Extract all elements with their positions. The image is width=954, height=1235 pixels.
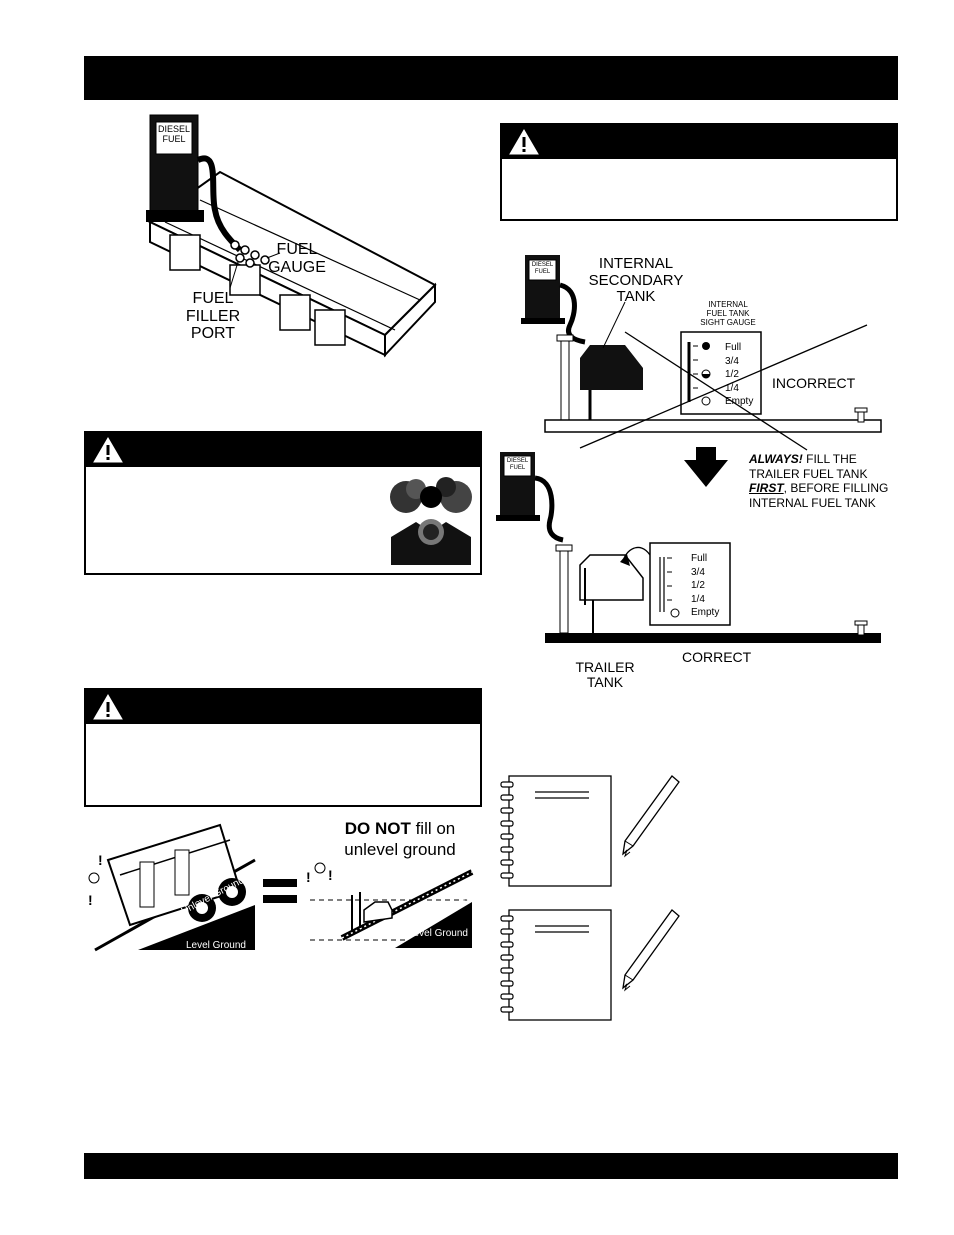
sight-gauge-title: INTERNAL FUEL TANK SIGHT GAUGE <box>700 300 756 327</box>
internal-secondary-tank-label: INTERNAL SECONDARY TANK <box>588 255 684 305</box>
warning-box-fire <box>84 431 482 575</box>
svg-text:!: ! <box>88 892 93 908</box>
do-not-fill-caption: DO NOT fill on <box>330 819 470 839</box>
first-text: FIRST <box>749 481 784 495</box>
level-ground-label-2: Level Ground <box>407 928 468 939</box>
svg-text:!: ! <box>328 867 333 883</box>
gauge-level: 1/2 <box>691 580 705 591</box>
fuel-filling-illustration <box>146 114 437 358</box>
gauge-level: Empty <box>691 607 720 618</box>
pump-label-top: DIESEL FUEL <box>531 262 554 275</box>
sight-gauge-levels: Full 3/4 1/2 1/4 Empty <box>725 341 753 409</box>
gauge-level: 1/2 <box>725 369 739 380</box>
svg-text:!: ! <box>306 869 311 885</box>
warning-box-right <box>500 123 898 221</box>
notebook-pencil-icon <box>500 775 680 887</box>
warning-triangle-icon <box>509 129 539 155</box>
do-not-text: DO NOT <box>344 819 411 838</box>
fill-on-text: fill on <box>410 819 456 838</box>
gauge-level: Full <box>691 553 708 564</box>
fuel-filler-port-label: FUEL FILLER PORT <box>185 290 241 343</box>
svg-text:!: ! <box>98 852 103 868</box>
gauge-level: 3/4 <box>691 566 705 578</box>
unlevel-tank-illustration: ! ! <box>306 862 474 948</box>
pump-label: DIESEL FUEL <box>157 124 190 144</box>
always-text: ALWAYS! <box>749 452 803 466</box>
trailer-tank-label: TRAILER TANK <box>575 659 635 691</box>
header-bar <box>84 56 898 100</box>
gauge-level: 1/4 <box>725 382 739 394</box>
footer-bar <box>84 1153 898 1179</box>
level-ground-label-1: Level Ground <box>185 940 246 951</box>
unlevel-ground-caption: unlevel ground <box>344 840 456 859</box>
gauge2-levels: Full 3/4 1/2 1/4 Empty <box>691 552 719 620</box>
warning-header <box>502 125 896 159</box>
warning-box-level <box>84 688 482 807</box>
gauge-level: 1/4 <box>691 593 705 605</box>
gauge-level: Full <box>725 342 742 353</box>
fire-hazard-icon <box>386 477 476 567</box>
correct-label: CORRECT <box>682 649 752 665</box>
internal-tank-diagram <box>496 255 882 643</box>
warning-header <box>86 690 480 724</box>
always-fill-note: ALWAYS! FILL THE TRAILER FUEL TANK FIRST… <box>749 452 888 510</box>
internal-fuel-tank-text: INTERNAL FUEL TANK <box>749 495 876 510</box>
gauge-level: 3/4 <box>725 355 739 367</box>
gauge-level: Empty <box>725 396 754 407</box>
trailer-fuel-tank-text: TRAILER FUEL TANK <box>749 466 868 481</box>
before-filling-text: , BEFORE FILLING <box>783 481 889 495</box>
equals-sign <box>263 877 297 905</box>
warning-triangle-icon <box>93 694 123 720</box>
fuel-gauge-label: FUEL GAUGE <box>268 241 326 276</box>
pump-label-bottom: DIESEL FUEL <box>506 458 529 471</box>
unlevel-trailer-illustration: ! ! <box>88 823 256 952</box>
notebook-pencil-icon <box>500 909 680 1021</box>
warning-header <box>86 433 480 467</box>
incorrect-label: INCORRECT <box>772 375 856 391</box>
warning-triangle-icon <box>93 437 123 463</box>
fill-the-text: FILL THE <box>802 452 857 466</box>
